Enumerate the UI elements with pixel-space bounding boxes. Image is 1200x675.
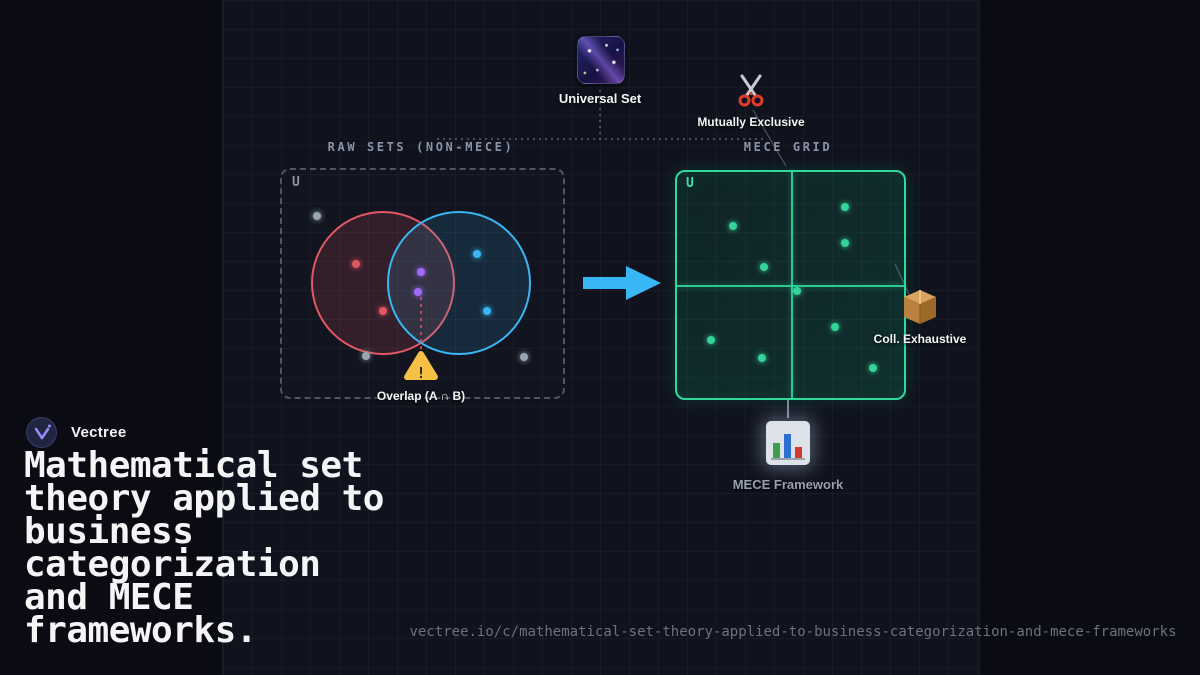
venn-dot	[414, 288, 422, 296]
universal-set-icon	[577, 36, 625, 84]
diagram-panel	[222, 0, 980, 675]
chart-bar-green	[773, 443, 780, 458]
chart-bar-blue	[784, 434, 791, 458]
section-label-raw-sets: RAW SETS (NON-MECE)	[327, 140, 515, 154]
chart-axis	[771, 458, 805, 460]
vectree-logo	[26, 417, 57, 448]
venn-dot	[483, 307, 491, 315]
page-title: Mathematical set theory applied to busin…	[24, 445, 384, 651]
raw-sets-box	[280, 168, 565, 399]
vectree-logo-icon	[34, 424, 51, 439]
grid-dot	[841, 239, 849, 247]
section-label-mece-grid: MECE GRID	[743, 140, 833, 154]
mece-grid-horizontal-divider	[677, 285, 904, 287]
grid-universe-label: U	[686, 176, 695, 191]
mutually-exclusive-label: Mutually Exclusive	[697, 115, 805, 129]
grid-dot	[841, 203, 849, 211]
chart-bar-red	[795, 447, 802, 458]
venn-dot	[313, 212, 321, 220]
overlap-label: Overlap (A ∩ B)	[376, 389, 466, 403]
venn-dot	[352, 260, 360, 268]
coll-exhaustive-label: Coll. Exhaustive	[873, 332, 967, 346]
universal-set-label: Universal Set	[558, 91, 642, 106]
grid-dot	[793, 287, 801, 295]
grid-dot	[760, 263, 768, 271]
venn-dot	[520, 353, 528, 361]
grid-dot	[729, 222, 737, 230]
scissors-icon	[738, 74, 764, 107]
mece-grid	[675, 170, 906, 400]
package-icon	[904, 290, 936, 324]
venn-dot	[362, 352, 370, 360]
bar-chart-icon	[766, 421, 810, 465]
footer-url: vectree.io/c/mathematical-set-theory-app…	[409, 624, 1177, 640]
grid-dot	[758, 354, 766, 362]
mece-framework-label: MECE Framework	[732, 477, 844, 492]
brand-name: Vectree	[71, 424, 127, 441]
venn-dot	[417, 268, 425, 276]
venn-universe-label: U	[292, 175, 301, 190]
grid-dot	[869, 364, 877, 372]
grid-dot	[707, 336, 715, 344]
venn-dot	[473, 250, 481, 258]
venn-dot	[379, 307, 387, 315]
grid-dot	[831, 323, 839, 331]
brand-row: Vectree	[26, 417, 126, 448]
